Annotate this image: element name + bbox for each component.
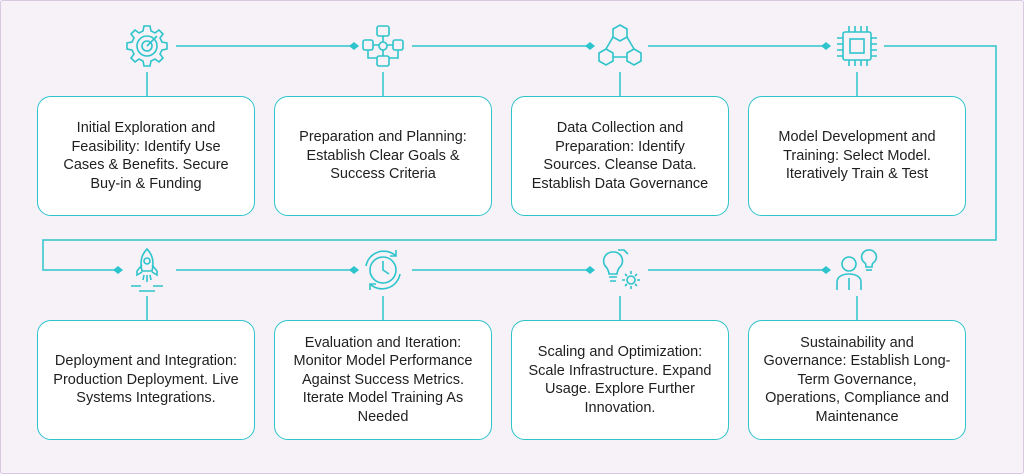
- clock-cycle-icon: [365, 250, 401, 290]
- wrap-connector: [42, 45, 997, 271]
- data-cubes-icon: [598, 24, 642, 66]
- arrow-head: [821, 42, 831, 50]
- arrow-head: [585, 266, 595, 274]
- step-box-5: Deployment and Integration: Production D…: [37, 320, 255, 440]
- step-text-8: Sustainability and Governance: Establish…: [763, 334, 951, 425]
- step-box-4: Model Development and Training: Select M…: [748, 96, 966, 216]
- arrow-head: [349, 266, 359, 274]
- step-box-7: Scaling and Optimization: Scale Infrastr…: [511, 320, 729, 440]
- step-box-8: Sustainability and Governance: Establish…: [748, 320, 966, 440]
- step-text-4: Model Development and Training: Select M…: [778, 129, 936, 183]
- step-text-7: Scaling and Optimization: Scale Infrastr…: [528, 344, 712, 416]
- bulb-gear-icon: [602, 249, 640, 289]
- arrow-head: [585, 42, 595, 50]
- step-box-3: Data Collection and Preparation: Identif…: [511, 96, 729, 216]
- chip-icon: [837, 26, 877, 66]
- step-box-2: Preparation and Planning: Establish Clea…: [274, 96, 492, 216]
- step-text-5: Deployment and Integration: Production D…: [53, 353, 239, 407]
- rocket-icon: [131, 247, 163, 292]
- planning-network-icon: [362, 25, 404, 67]
- arrow-head: [821, 266, 831, 274]
- person-bulb-icon: [836, 249, 878, 290]
- arrow-head: [349, 42, 359, 50]
- step-text-2: Preparation and Planning: Establish Clea…: [299, 129, 467, 183]
- arrow-head: [113, 266, 123, 274]
- step-text-6: Evaluation and Iteration: Monitor Model …: [293, 334, 473, 425]
- step-text-1: Initial Exploration and Feasibility: Ide…: [63, 120, 229, 192]
- step-text-3: Data Collection and Preparation: Identif…: [531, 120, 709, 192]
- gear-target-icon: [126, 25, 168, 67]
- step-box-6: Evaluation and Iteration: Monitor Model …: [274, 320, 492, 440]
- step-box-1: Initial Exploration and Feasibility: Ide…: [37, 96, 255, 216]
